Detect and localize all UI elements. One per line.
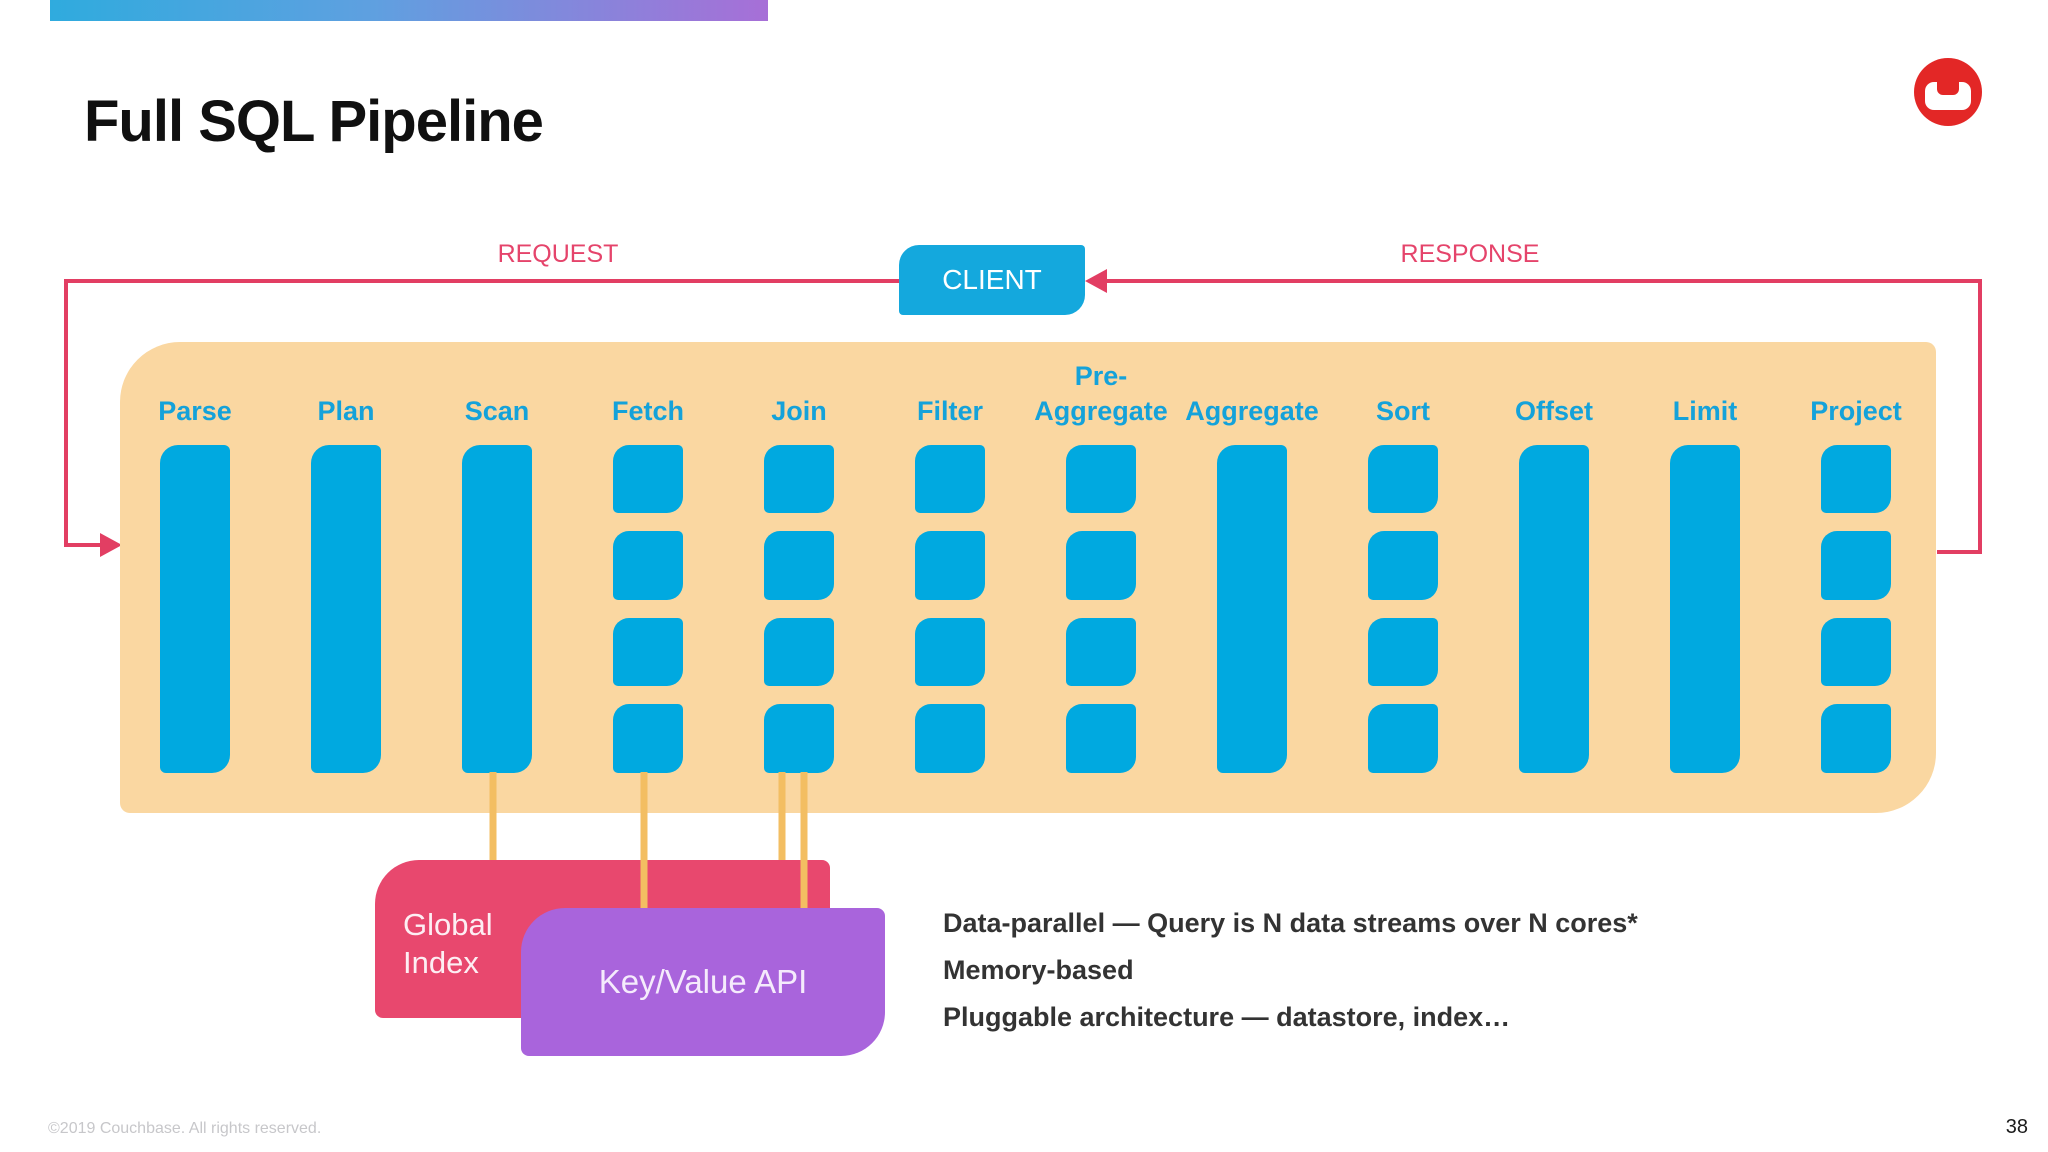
note-pluggable: Pluggable architecture — datastore, inde… [943, 1002, 1511, 1032]
global-index-label-line2: Index [403, 945, 479, 980]
note-memory-based: Memory-based [943, 955, 1134, 985]
kv-api-label: Key/Value API [598, 963, 808, 1000]
response-line-top [1105, 279, 1982, 283]
copyright-text: ©2019 Couchbase. All rights reserved. [48, 1120, 322, 1137]
couchbase-couch-notch [1937, 82, 1959, 95]
request-line-bottom [64, 543, 104, 547]
request-line-left-vertical [64, 279, 68, 547]
client-node: CLIENT [899, 245, 1085, 315]
pipeline-container [120, 342, 1936, 813]
global-index-label-line1: Global [403, 907, 493, 942]
response-line-bottom [1937, 550, 1982, 554]
note-data-parallel: Data-parallel — Query is N data streams … [943, 908, 1638, 938]
response-arrowhead-icon [1085, 269, 1107, 293]
kv-api-node: Key/Value API [521, 908, 885, 1056]
response-label: RESPONSE [1400, 240, 1540, 268]
client-label: CLIENT [942, 264, 1042, 295]
slide-title: Full SQL Pipeline [84, 89, 544, 154]
response-line-right-vertical [1978, 279, 1982, 554]
couchbase-logo-icon [1914, 58, 1982, 126]
request-arrowhead-icon [100, 533, 122, 557]
page-number: 38 [2005, 1116, 2028, 1138]
request-line-top [64, 279, 899, 283]
request-label: REQUEST [497, 240, 619, 268]
top-gradient-bar [50, 0, 768, 21]
